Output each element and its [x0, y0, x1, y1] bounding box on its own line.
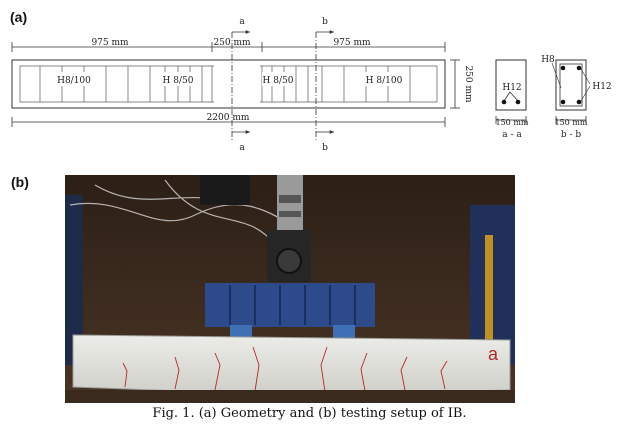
section-mark-b-bottom: b: [322, 143, 328, 153]
section-cut-b: [315, 30, 334, 142]
stirrups: [39, 66, 411, 102]
figure-caption: Fig. 1. (a) Geometry and (b) testing set…: [152, 406, 467, 421]
stirrup-zone-1-label: H8/100: [57, 76, 91, 86]
section-mark-b-top: b: [322, 17, 328, 27]
beam-mark: a: [488, 344, 499, 364]
height-dimension-line: [450, 59, 460, 109]
dim-right-label: 975 mm: [333, 38, 371, 48]
load-pad-right: [333, 325, 355, 339]
section-aa-width-label: 150 mm: [496, 118, 529, 127]
stirrup-zone-2-label: H 8/50: [163, 76, 194, 86]
midspan-gap: [214, 64, 260, 104]
load-pad-left: [230, 325, 252, 339]
reaction-frame-left: [65, 195, 83, 365]
beam-elevation-outline: [11, 59, 446, 109]
spreader-beam: [205, 283, 375, 327]
stirrup-zone-3-label: H 8/50: [263, 76, 294, 86]
dim-left-label: 975 mm: [91, 38, 129, 48]
hydraulic-actuator: [277, 175, 303, 235]
section-cut-a: [231, 30, 250, 142]
dim-total-label: 2200 mm: [207, 113, 250, 123]
section-aa-title: a - a: [502, 130, 522, 140]
section-mark-a-top: a: [239, 17, 245, 27]
top-clamp: [200, 175, 250, 205]
section-bb-drawing: [551, 59, 591, 124]
stirrup-zone-4-label: H 8/100: [366, 76, 403, 86]
section-bb-bar-label: H12: [592, 82, 611, 92]
dim-height-label: 250 mm: [463, 65, 473, 103]
section-mark-a-bottom: a: [239, 143, 245, 153]
section-bb-title: b - b: [561, 130, 582, 140]
testing-setup-photo: a: [65, 175, 515, 403]
section-aa-bar-label: H12: [502, 83, 521, 93]
top-dimension-line: [11, 42, 446, 52]
crack-pattern: [122, 346, 448, 393]
section-aa-drawing: [495, 59, 527, 124]
panel-a-label: (a): [10, 9, 27, 25]
bottom-dimension-line: [11, 117, 446, 127]
panel-b-label: (b): [11, 174, 29, 190]
geometry-drawing: (a) 975 mm 250 mm 975 mm: [10, 9, 612, 153]
section-bb-width-label: 150 mm: [555, 118, 588, 127]
section-bb-stirrup-label: H8: [541, 55, 555, 65]
